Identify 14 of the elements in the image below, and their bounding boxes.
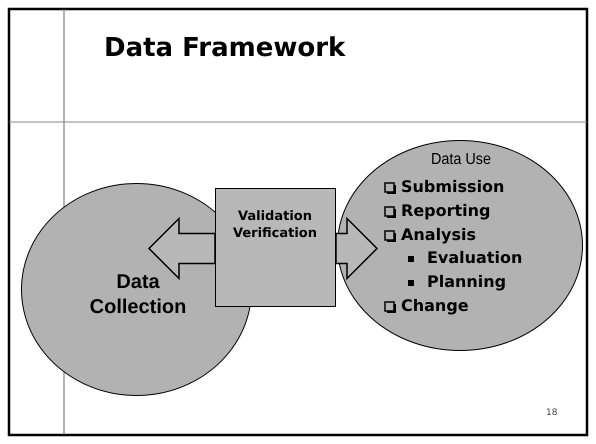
list-item: Reporting (401, 201, 490, 220)
list-item: Change (401, 296, 469, 315)
block-arrow (148, 216, 216, 280)
block-arrow (335, 216, 378, 280)
slide-title: Data Framework (104, 33, 346, 63)
node-heading: Data Use (430, 151, 492, 169)
list-item: Evaluation (427, 248, 522, 267)
process-box (215, 188, 336, 307)
list-item: Submission (401, 177, 504, 196)
page-number: 18 (546, 408, 558, 418)
node-label: Data Collection (88, 270, 188, 320)
list-item: Analysis (401, 225, 476, 244)
list-item: Planning (427, 272, 506, 291)
node-label: Validation Verification (232, 209, 318, 243)
